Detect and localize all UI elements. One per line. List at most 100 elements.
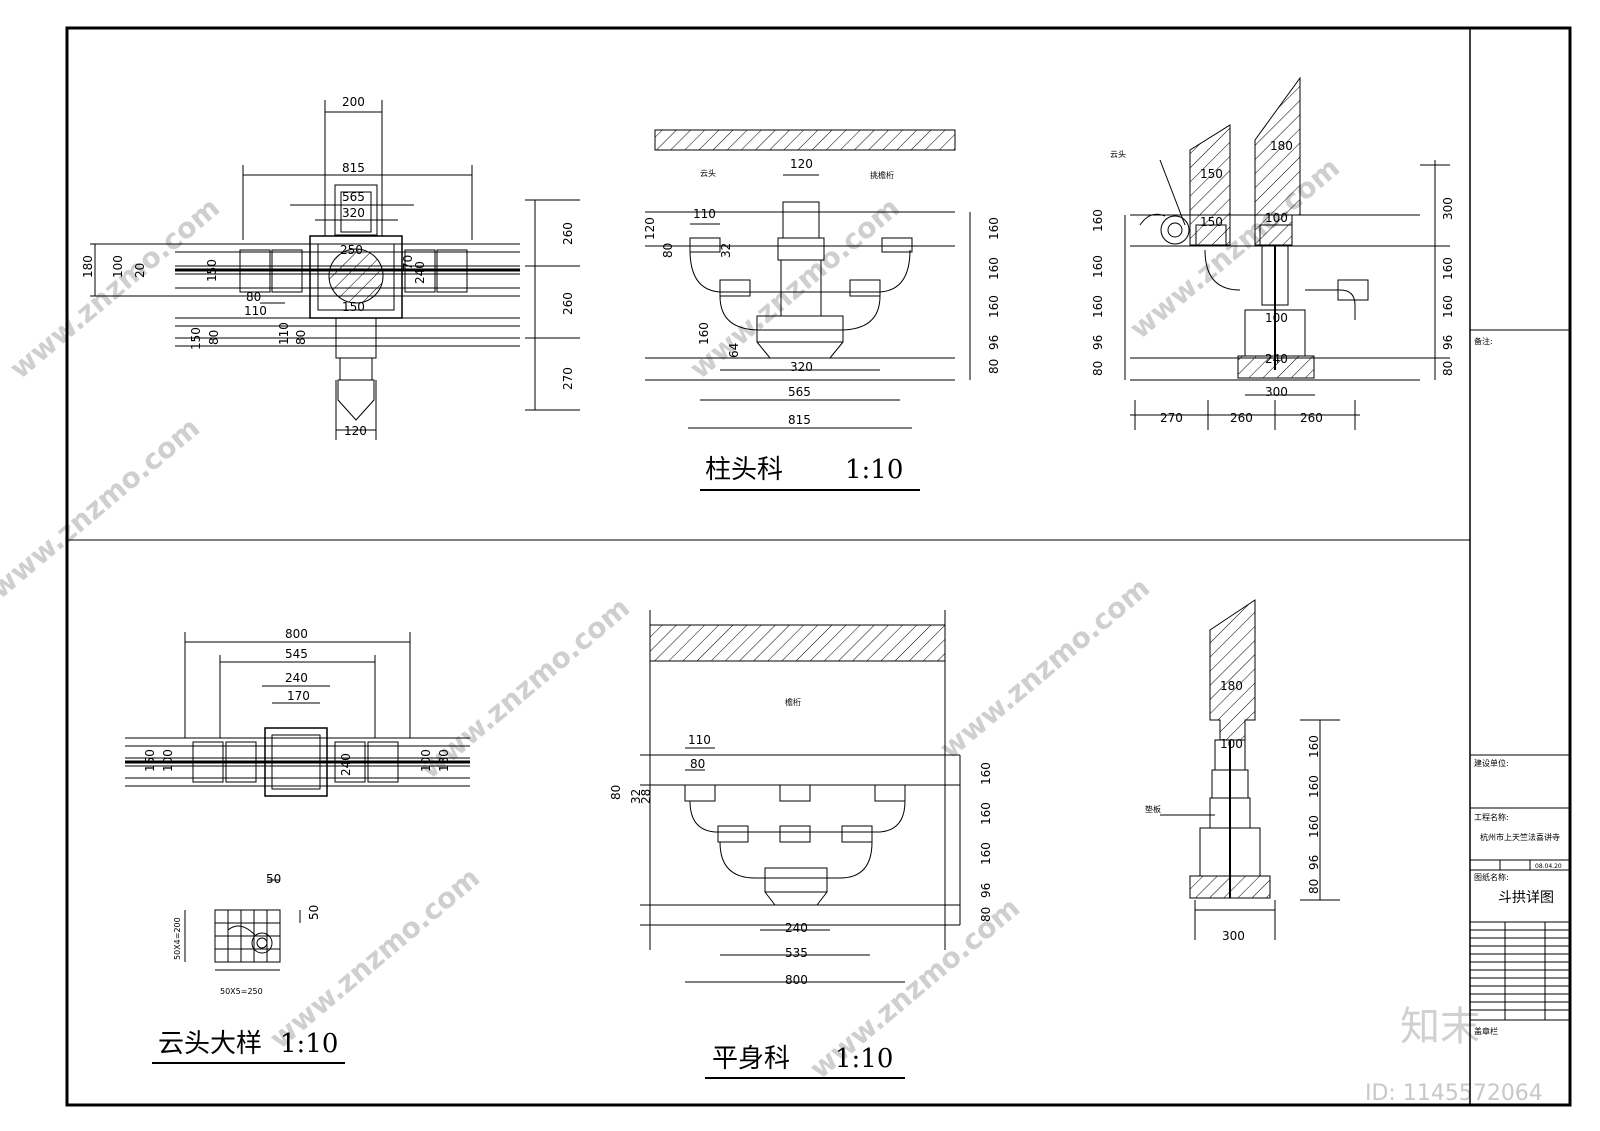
elevation-zhutou <box>645 129 971 429</box>
dim-label: 200 <box>342 95 365 109</box>
dim-label: 160 <box>1441 295 1455 318</box>
dim-label: 320 <box>790 360 813 374</box>
dim-label: 50X4=200 <box>173 917 182 960</box>
title-yuntou: 云头大样 1:10 <box>152 1029 345 1064</box>
dim-label: 240 <box>285 671 308 685</box>
view-scale: 1:10 <box>835 1044 893 1074</box>
dim-label: 300 <box>1265 385 1288 399</box>
elevation-zhutou-dims: 120 110 120 80 32 160 64 320 565 815 160… <box>643 157 1001 427</box>
title-zhutou: 柱头科 1:10 <box>700 455 920 491</box>
dim-label: 270 <box>1160 411 1183 425</box>
dim-label: 180 <box>1220 679 1243 693</box>
yuntou-detail-dims: 50 50 50X5=250 50X4=200 <box>173 872 321 996</box>
dim-label: 32 <box>719 243 733 258</box>
dim-label: 80 <box>979 907 993 922</box>
titleblock-label: 工程名称: <box>1474 812 1509 822</box>
dim-label: 150 <box>189 327 203 350</box>
dim-label: 160 <box>979 802 993 825</box>
dim-label: 50 <box>266 872 281 886</box>
dim-label: 70 <box>401 255 415 270</box>
dim-label: 100 <box>1265 311 1288 325</box>
dim-label: 240 <box>1265 352 1288 366</box>
titleblock-date: 08.04.20 <box>1535 863 1562 870</box>
dim-label: 320 <box>342 206 365 220</box>
titleblock-label: 图纸名称: <box>1474 872 1509 882</box>
view-scale: 1:10 <box>280 1029 338 1059</box>
dim-label: 64 <box>727 343 741 358</box>
dim-label: 815 <box>788 413 811 427</box>
dim-label: 160 <box>979 842 993 865</box>
watermark-text: www.znzmo.com <box>1123 151 1346 345</box>
dim-label: 160 <box>987 257 1001 280</box>
dim-label: 96 <box>1441 335 1455 350</box>
dim-label: 180 <box>437 749 451 772</box>
dim-label: 800 <box>785 973 808 987</box>
dim-label: 150 <box>205 259 219 282</box>
annotation-label: 云头 <box>1110 149 1126 159</box>
sheet-frame <box>65 26 1572 1107</box>
titleblock-value: 杭州市上天竺法喜讲寺 <box>1480 832 1560 842</box>
watermark-logo: 知末 <box>1400 1004 1480 1050</box>
dim-label: 260 <box>1300 411 1323 425</box>
dim-label: 800 <box>285 627 308 641</box>
dim-label: 80 <box>690 757 705 771</box>
section-zhutou-dims: 云头 180 150 150 100 100 240 300 270 260 2… <box>1091 139 1455 425</box>
dim-label: 96 <box>987 335 1001 350</box>
dim-label: 80 <box>1091 361 1105 376</box>
plan-view-dims: 200 815 565 320 250 180 100 20 150 80 11… <box>81 95 575 438</box>
dim-label: 120 <box>344 424 367 438</box>
view-scale: 1:10 <box>845 455 903 485</box>
dim-label: 100 <box>1265 211 1288 225</box>
dim-label: 80 <box>207 330 221 345</box>
annotation-label: 挑檐桁 <box>870 170 894 180</box>
dim-label: 240 <box>339 753 353 776</box>
dim-label: 300 <box>1441 197 1455 220</box>
annotation-label: 檐桁 <box>785 697 801 707</box>
dim-label: 160 <box>1091 209 1105 232</box>
dim-label: 96 <box>979 883 993 898</box>
dim-label: 260 <box>561 292 575 315</box>
dim-label: 240 <box>413 261 427 284</box>
dim-label: 300 <box>1222 929 1245 943</box>
plan-view-zhutou <box>90 100 580 440</box>
section-pingshen <box>1160 599 1340 940</box>
view-title: 柱头科 <box>705 455 783 485</box>
dim-label: 110 <box>244 304 267 318</box>
dim-label: 160 <box>1307 815 1321 838</box>
watermark-text: www.znzmo.com <box>683 191 906 385</box>
dim-label: 545 <box>285 647 308 661</box>
dim-label: 150 <box>143 749 157 772</box>
watermark-text: www.znzmo.com <box>263 861 486 1055</box>
dim-label: 80 <box>246 290 261 304</box>
dim-label: 565 <box>342 190 365 204</box>
dim-label: 270 <box>561 367 575 390</box>
dim-label: 160 <box>1441 257 1455 280</box>
dim-label: 100 <box>111 255 125 278</box>
dim-label: 110 <box>277 322 291 345</box>
dim-label: 565 <box>788 385 811 399</box>
dim-label: 170 <box>287 689 310 703</box>
dim-label: 815 <box>342 161 365 175</box>
section-zhutou <box>1124 76 1450 430</box>
titleblock-label: 备注: <box>1474 336 1493 346</box>
dim-label: 180 <box>81 255 95 278</box>
dim-label: 80 <box>1307 879 1321 894</box>
view-title: 云头大样 <box>158 1029 262 1059</box>
dim-label: 80 <box>987 359 1001 374</box>
dim-label: 120 <box>643 217 657 240</box>
dim-label: 120 <box>790 157 813 171</box>
titleblock-label: 盖章栏 <box>1474 1026 1498 1036</box>
dim-label: 110 <box>688 733 711 747</box>
dim-label: 160 <box>987 295 1001 318</box>
dim-label: 100 <box>419 749 433 772</box>
dim-label: 80 <box>609 785 623 800</box>
plan-view-pingshen-dims: 800 545 240 170 150 100 240 100 180 <box>143 627 451 776</box>
annotation-label: 垫板 <box>1145 804 1161 814</box>
titleblock-label: 建设单位: <box>1474 758 1509 768</box>
dim-label: 80 <box>661 243 675 258</box>
title-pingshen: 平身科 1:10 <box>705 1044 905 1079</box>
dim-label: 96 <box>1307 855 1321 870</box>
plan-view-pingshen <box>125 632 470 797</box>
dim-label: 160 <box>979 762 993 785</box>
